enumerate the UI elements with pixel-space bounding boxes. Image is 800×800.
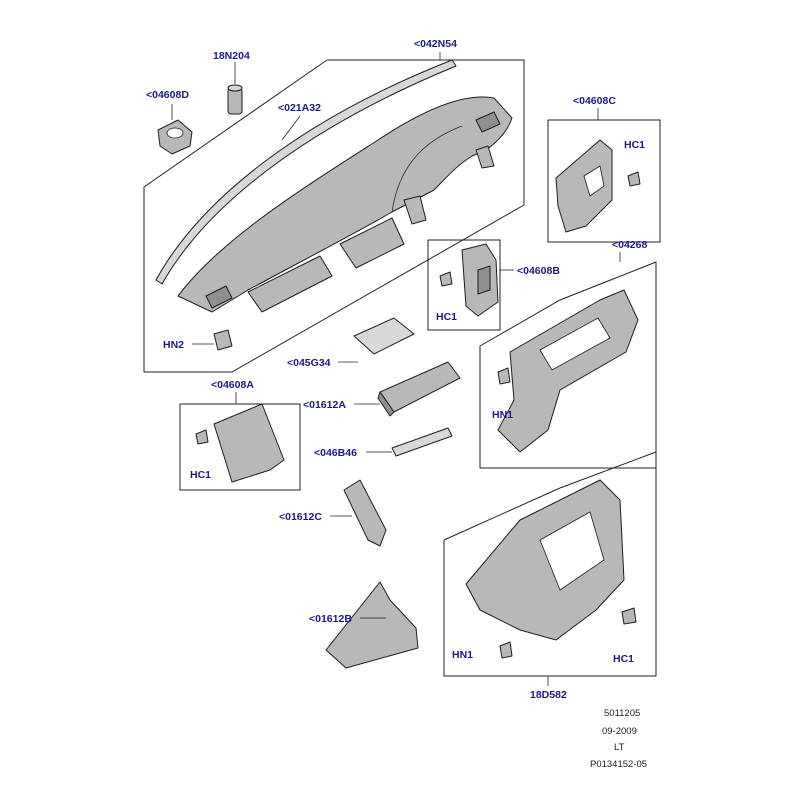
label-18D582: 18D582 [530,689,567,701]
panel-underside-1 [247,255,333,313]
part-046B46 [391,427,453,457]
vent-right [475,111,501,133]
detail-binnacle [391,125,463,213]
vent-left [205,285,233,309]
frame-04608B [427,239,501,331]
part-01612B [325,581,419,669]
label-01612C: <01612C [279,511,322,523]
label-HN1-lower: HN1 [452,649,473,661]
label-18N204: 18N204 [213,50,250,62]
label-HN1-right: HN1 [492,409,513,421]
part-04268-crossbeam [497,289,639,453]
label-HC1-a: HC1 [190,469,211,481]
label-01612A: <01612A [303,399,346,411]
frame-18D582 [443,451,657,677]
label-HN2: HN2 [163,339,184,351]
part-18N204-cylinder [227,87,243,115]
footer-code: 5011205 [604,708,640,719]
label-04608D: <04608D [146,89,189,101]
part-HN1-lower [499,641,513,659]
part-01612C [343,479,387,547]
panel-underside-2 [339,217,405,269]
label-04608A: <04608A [211,379,254,391]
label-04608B: <04608B [517,265,560,277]
18D582-opening [539,511,605,591]
label-04608C: <04608C [573,95,616,107]
part-instrument-panel [177,96,513,313]
label-HC1-lower: HC1 [613,653,634,665]
part-HC1-c [627,171,641,187]
label-021A32: <021A32 [278,102,321,114]
part-HC1-lower [621,607,637,625]
01612A-edge [377,391,395,417]
label-045G34: <045G34 [287,357,331,369]
frame-04608A [179,403,301,491]
part-04608A [213,403,285,483]
label-042N54: <042N54 [414,38,457,50]
cup-hole [166,127,184,139]
part-HC1-b [439,271,453,287]
footer-date: 09-2009 [602,726,637,737]
part-01612A [379,361,461,413]
04268-opening [539,317,611,371]
frame-04268 [479,261,657,469]
cylinder-top [227,84,243,92]
label-04268: <04268 [612,239,647,251]
leader-021A32 [281,115,301,141]
label-HC1-c: HC1 [624,139,645,151]
frame-04608C [547,119,661,243]
panel-bracket-right [475,145,495,169]
label-HC1-b: HC1 [436,311,457,323]
label-01612B: <01612B [309,613,352,625]
04608C-opening [583,165,605,197]
panel-bracket [403,195,427,225]
part-HN2-clip [213,329,233,351]
frame-dashboard [143,59,525,373]
part-trim-strip [155,59,457,285]
part-HC1-a [195,429,209,445]
footer-model: LT [614,742,625,753]
part-045G34 [353,317,415,355]
label-046B46: <046B46 [314,447,357,459]
footer-ref: P0134152-05 [590,759,647,770]
04608B-grille [477,265,491,295]
part-04608C [555,139,613,233]
part-HN1-right [497,367,511,385]
